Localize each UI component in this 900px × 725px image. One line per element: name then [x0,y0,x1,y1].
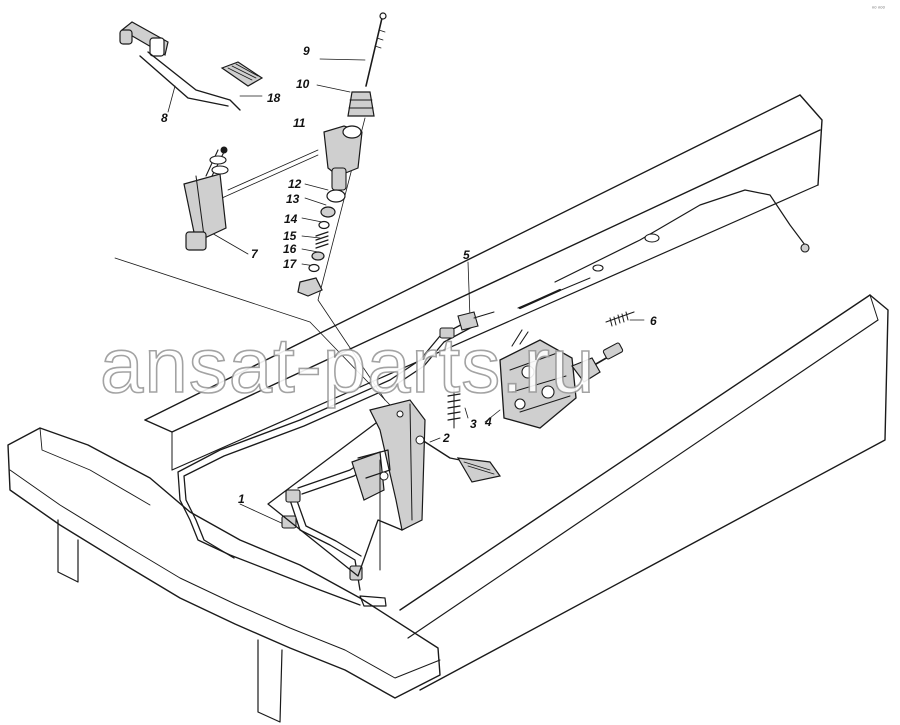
pedal-bracket [267,399,502,577]
small-parts [297,189,346,297]
master-cylinder [183,146,229,251]
part-label-6: 6 [650,314,657,328]
part-label-12: 12 [288,177,302,191]
return-spring [447,387,461,429]
booster-cylinder [499,329,624,429]
leader-lines [114,58,645,527]
cross-member [7,427,441,723]
part-label-5: 5 [463,248,470,262]
frame-rail-lower [399,294,889,691]
line-connector [457,311,495,331]
part-label-13: 13 [286,192,300,206]
part-label-18: 18 [267,91,281,105]
pedal-pad [220,61,264,87]
watermark-text: ansat-parts.ru [100,321,595,409]
part-label-10: 10 [296,77,310,91]
part-label-8: 8 [161,111,168,125]
part-label-1: 1 [238,492,245,506]
part-label-7: 7 [251,247,259,261]
fork-yoke [323,125,363,191]
part-label-15: 15 [283,229,297,243]
pedal-lever [119,21,241,111]
part-label-17: 17 [283,257,298,271]
part-label-2: 2 [442,431,450,445]
frame-rail-upper [144,94,823,471]
part-label-11: 11 [293,116,306,130]
part-label-4: 4 [484,415,492,429]
rubber-boot [347,91,375,117]
part-label-14: 14 [284,212,298,226]
part-labels: 1 2 3 4 5 6 7 8 9 10 11 12 13 14 15 16 1… [161,44,657,506]
corner-mark: ⁿᵒ ⁿᵒᵒ [872,5,886,12]
part-label-3: 3 [470,417,477,431]
release-cable [517,189,810,310]
part-label-16: 16 [283,242,297,256]
part-label-9: 9 [303,44,310,58]
push-rod [365,12,387,87]
tension-spring [605,311,635,327]
